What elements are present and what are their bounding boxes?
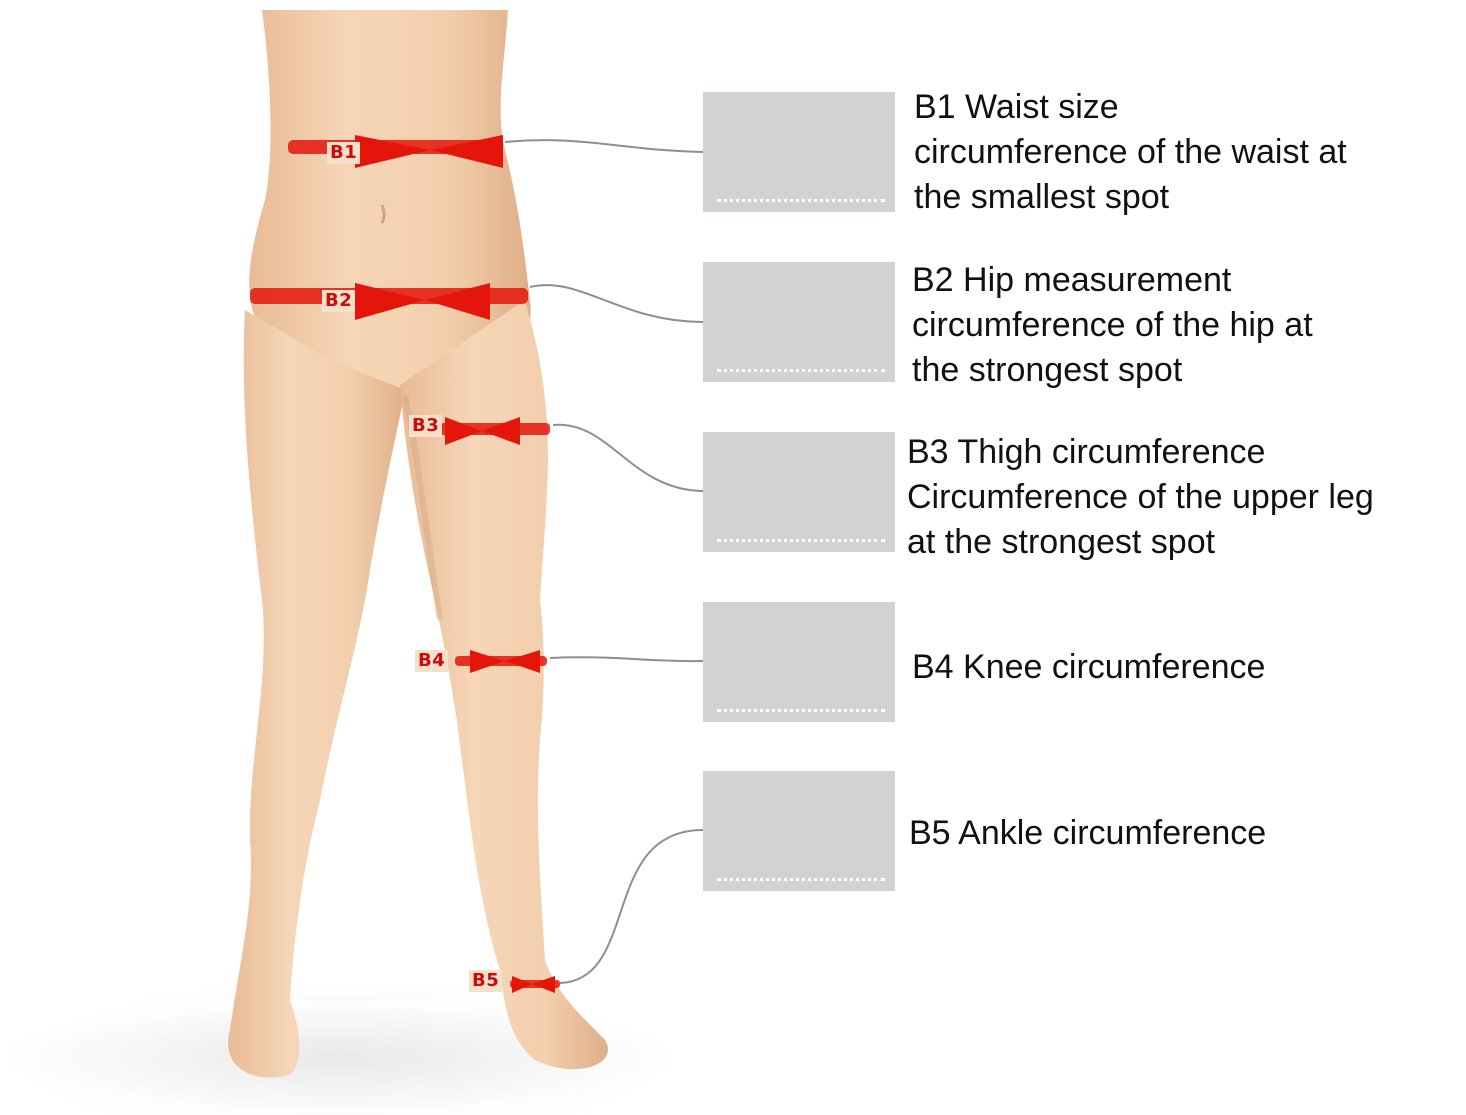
label-description: at the strongest spot bbox=[907, 520, 1374, 565]
label-description: the smallest spot bbox=[914, 175, 1347, 220]
input-dotted-line bbox=[717, 369, 885, 372]
label-b1: B1 Waist size circumference of the waist… bbox=[914, 85, 1347, 220]
label-b3: B3 Thigh circumference Circumference of … bbox=[907, 430, 1374, 565]
input-dotted-line bbox=[717, 709, 885, 712]
input-dotted-line bbox=[717, 199, 885, 202]
label-title: B1 Waist size bbox=[914, 85, 1347, 130]
connector-b3 bbox=[553, 425, 703, 491]
input-dotted-line bbox=[717, 539, 885, 542]
measurement-input-b3[interactable] bbox=[703, 432, 895, 552]
connector-b5 bbox=[560, 830, 703, 983]
tag-b2: B2 bbox=[322, 290, 355, 312]
legs-silhouette bbox=[228, 10, 608, 1078]
label-b4: B4 Knee circumference bbox=[912, 645, 1265, 690]
measurement-input-b4[interactable] bbox=[703, 602, 895, 722]
tag-b1: B1 bbox=[327, 142, 360, 164]
label-title: B3 Thigh circumference bbox=[907, 430, 1374, 475]
label-title: B2 Hip measurement bbox=[912, 258, 1313, 303]
label-description: the strongest spot bbox=[912, 348, 1313, 393]
input-dotted-line bbox=[717, 878, 885, 881]
label-title: B4 Knee circumference bbox=[912, 645, 1265, 690]
connector-b2 bbox=[530, 285, 703, 322]
connector-b4 bbox=[550, 657, 703, 661]
label-title: B5 Ankle circumference bbox=[909, 811, 1266, 856]
tag-b4: B4 bbox=[415, 650, 448, 672]
label-b5: B5 Ankle circumference bbox=[909, 811, 1266, 856]
label-b2: B2 Hip measurement circumference of the … bbox=[912, 258, 1313, 393]
tag-b3: B3 bbox=[409, 415, 442, 437]
measurement-input-b1[interactable] bbox=[703, 92, 895, 212]
label-description: circumference of the hip at bbox=[912, 303, 1313, 348]
tag-b5: B5 bbox=[469, 970, 502, 992]
measurement-input-b2[interactable] bbox=[703, 262, 895, 382]
connector-b1 bbox=[505, 140, 703, 152]
measurement-input-b5[interactable] bbox=[703, 771, 895, 891]
label-description: Circumference of the upper leg bbox=[907, 475, 1374, 520]
label-description: circumference of the waist at bbox=[914, 130, 1347, 175]
